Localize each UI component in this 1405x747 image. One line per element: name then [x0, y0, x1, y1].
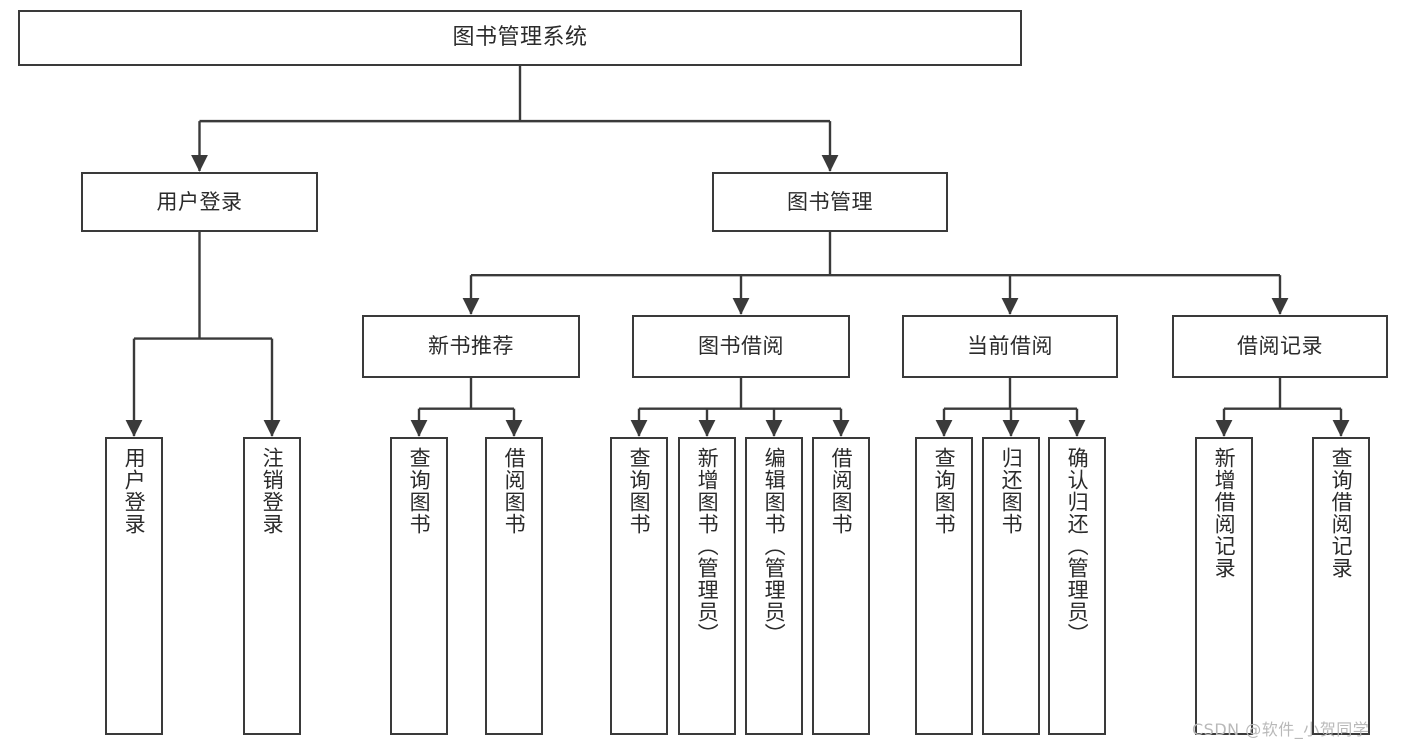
node-user-login-label: 用户登录: [156, 189, 243, 214]
node-leaf-confirm-return[interactable]: 确认归还（管理员）: [1048, 437, 1106, 735]
node-current-borrow-label: 当前借阅: [967, 334, 1053, 358]
node-new-book-rec[interactable]: 新书推荐: [362, 315, 580, 378]
node-book-manage[interactable]: 图书管理: [712, 172, 948, 232]
node-leaf-query-book-3[interactable]: 查询图书: [915, 437, 973, 735]
node-leaf-borrow-book-2-label: 借阅图书: [829, 447, 854, 535]
node-leaf-query-record[interactable]: 查询借阅记录: [1312, 437, 1370, 735]
node-leaf-logout-label: 注销登录: [260, 447, 285, 535]
node-book-borrow[interactable]: 图书借阅: [632, 315, 850, 378]
node-leaf-query-book-1-label: 查询图书: [407, 447, 432, 535]
node-user-login[interactable]: 用户登录: [81, 172, 318, 232]
node-leaf-edit-book-label: 编辑图书（管理员）: [762, 447, 787, 645]
node-leaf-query-book-2-label: 查询图书: [627, 447, 652, 535]
node-leaf-query-book-2[interactable]: 查询图书: [610, 437, 668, 735]
node-new-book-rec-label: 新书推荐: [428, 334, 514, 358]
node-leaf-edit-book[interactable]: 编辑图书（管理员）: [745, 437, 803, 735]
node-leaf-query-book-1[interactable]: 查询图书: [390, 437, 448, 735]
node-leaf-user-login[interactable]: 用户登录: [105, 437, 163, 735]
node-leaf-borrow-book-1[interactable]: 借阅图书: [485, 437, 543, 735]
node-book-borrow-label: 图书借阅: [698, 334, 784, 358]
node-leaf-query-record-label: 查询借阅记录: [1329, 447, 1354, 579]
node-leaf-add-record[interactable]: 新增借阅记录: [1195, 437, 1253, 735]
node-book-manage-label: 图书管理: [787, 189, 873, 214]
node-leaf-add-book[interactable]: 新增图书（管理员）: [678, 437, 736, 735]
node-root-label: 图书管理系统: [452, 25, 588, 50]
node-leaf-add-record-label: 新增借阅记录: [1212, 447, 1237, 579]
node-leaf-borrow-book-2[interactable]: 借阅图书: [812, 437, 870, 735]
node-leaf-query-book-3-label: 查询图书: [932, 447, 957, 535]
node-borrow-record[interactable]: 借阅记录: [1172, 315, 1388, 378]
node-borrow-record-label: 借阅记录: [1237, 334, 1323, 358]
node-leaf-user-login-label: 用户登录: [122, 447, 147, 535]
csdn-watermark: CSDN @软件_小贺同学: [1192, 720, 1370, 739]
node-leaf-borrow-book-1-label: 借阅图书: [502, 447, 527, 535]
node-leaf-return-book[interactable]: 归还图书: [982, 437, 1040, 735]
node-leaf-confirm-return-label: 确认归还（管理员）: [1065, 447, 1090, 645]
node-leaf-return-book-label: 归还图书: [999, 447, 1024, 535]
node-current-borrow[interactable]: 当前借阅: [902, 315, 1118, 378]
node-root[interactable]: 图书管理系统: [18, 10, 1022, 66]
node-leaf-logout[interactable]: 注销登录: [243, 437, 301, 735]
node-leaf-add-book-label: 新增图书（管理员）: [695, 447, 720, 645]
